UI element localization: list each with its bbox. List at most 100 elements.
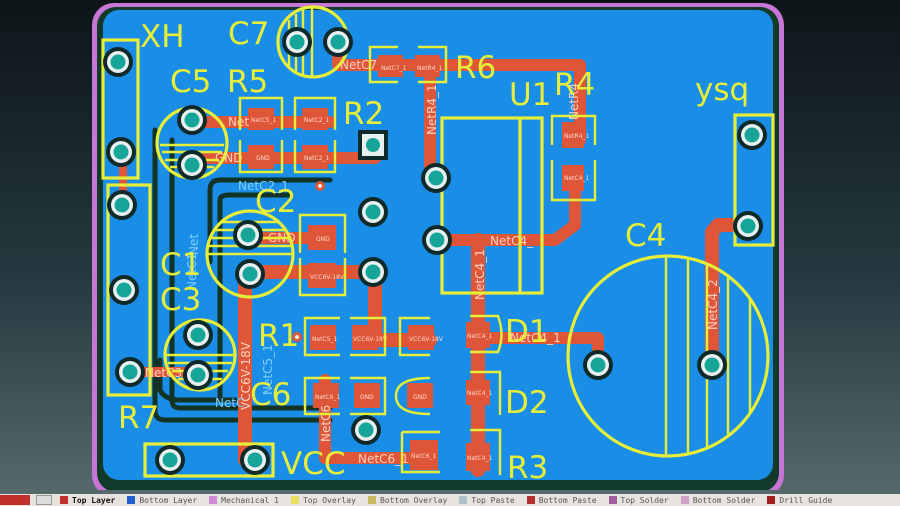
designator-r2: R2 [343,96,384,132]
c6-silk [303,376,431,416]
designator-c5: C5 [170,64,211,100]
r5-silk [238,96,337,130]
through-hole-pad [358,257,388,287]
net-label-netc6: NetC6_1 [358,452,409,466]
net-label-netc7: NetC7 [340,58,377,72]
pad-label: NetC4_1 [467,333,493,340]
net-label-netc2: NetC2_1 [238,179,289,193]
through-hole-pad [109,275,139,305]
designator-d2: D2 [505,385,549,421]
through-hole-pad [583,350,613,380]
layer-tab-label: Top Overlay [302,495,356,505]
layer-tab[interactable]: Bottom Paste [526,496,597,505]
designator-c1: C1 [160,247,201,283]
through-hole-pad [183,360,213,390]
d1-silk [470,314,503,354]
r6-silk [368,45,448,84]
through-hole-pad [177,105,207,135]
gnd-keepout-line [207,177,333,265]
through-hole-pad [351,415,381,445]
layer-color-swatch [60,496,68,504]
pad-label: GND [413,394,427,401]
gnd-keepout-line [217,192,293,403]
layer-color-swatch [526,496,535,504]
layer-color-swatch [608,496,617,504]
d-pads [410,322,490,471]
layer-tab[interactable]: Mechanical 1 [209,496,279,505]
pad-label: NetR4_1 [564,133,590,140]
layer-tab-label: Top Solder [620,495,669,505]
net-label-vcc6v-18v: VCC6V-18V [239,341,253,410]
designator-r3: R3 [507,450,548,486]
layer-tab[interactable]: Top Layer [60,496,115,505]
layer-color-swatch [127,496,136,504]
via-hole [318,184,322,188]
designator-c2: C2 [255,184,296,220]
pad-label: NetC6_1 [315,394,341,401]
pad-label: NetC4_1 [564,175,590,182]
r2-pads [248,145,328,169]
r3-silk [400,428,502,475]
u1-outline [440,116,544,295]
pad-label: NetC5_1 [251,117,277,124]
pcb-canvas[interactable]: NetC7_1 NetR4_1 NetC5_1 NetC2_1 GND NetC… [0,0,900,490]
c6-pads [313,383,433,408]
pad-label: NetC4_1 [467,390,493,397]
layer-tab-bar: Top Layer Bottom Layer Mechanical 1 Top Ove… [0,494,900,506]
layer-tab[interactable]: Top Solder [608,495,669,505]
c4-silk [566,254,770,458]
through-hole-pads [103,27,767,475]
through-hole-pad [240,445,270,475]
through-hole-pad [115,357,145,387]
layer-nav-color-button[interactable] [0,495,30,505]
trace-netc4-2 [705,218,752,372]
through-hole-pad [233,220,263,250]
layer-tab[interactable]: Top Paste [459,496,515,505]
pad-label: NetR4_1 [417,65,443,72]
pad-label: GND [360,394,374,401]
layer-tab[interactable]: Bottom Layer [127,496,197,505]
layer-tab-label: Drill Guide [779,495,833,505]
r2-silk [238,140,337,174]
through-hole-pad [106,137,136,167]
pad-label: NetC7_1 [381,65,407,72]
through-hole-pad [358,197,388,227]
through-hole-pad [737,120,767,150]
layer-set-button[interactable] [36,495,52,505]
pcb-workspace[interactable]: NetC7_1 NetR4_1 NetC5_1 NetC2_1 GND NetC… [0,0,900,490]
pad-label: NetC4_1 [467,455,493,462]
trace-netc4 [431,184,581,246]
layer-tab[interactable]: Bottom Solder [680,496,755,505]
through-hole-pad [155,445,185,475]
pad-label: NetC2_1 [304,117,330,124]
layer-color-swatch [767,496,776,504]
designator-r1: R1 [258,318,299,354]
designator-r5: R5 [227,64,268,100]
r4-silk [550,114,597,202]
designator-ysq: ysq [695,72,749,108]
pad-label: GND [256,155,270,162]
layer-tab-label: Bottom Layer [139,495,198,505]
layer-tab[interactable]: Drill Guide [767,496,832,505]
pad-label: VCC6V-18V [409,336,444,343]
layer-tab[interactable]: Bottom Overlay [367,496,447,505]
ysq-outline [733,113,775,247]
designator-c6: C6 [250,377,291,413]
pad-label: NetC2_1 [304,155,330,162]
net-label-netc4-v: NetC4_1 [473,249,487,300]
through-hole-pad [183,320,213,350]
pad-label: VCC6V-18V [353,336,388,343]
net-label-netc4-1: NetC4_1 [510,331,561,345]
through-hole-pad [235,259,265,289]
through-hole-pad [733,211,763,241]
layer-color-swatch [680,496,689,504]
layer-color-swatch [290,496,299,504]
r4-pads [562,122,584,191]
net-label-netc6-v: NetC6 [319,405,333,442]
d2-silk [470,370,502,415]
designator-c4: C4 [625,218,666,254]
layer-tab[interactable]: Top Overlay [290,495,356,505]
vcc-header-outline [143,442,275,478]
net-label-netc4: NetC4_ [490,234,534,248]
through-hole-pad [282,27,312,57]
